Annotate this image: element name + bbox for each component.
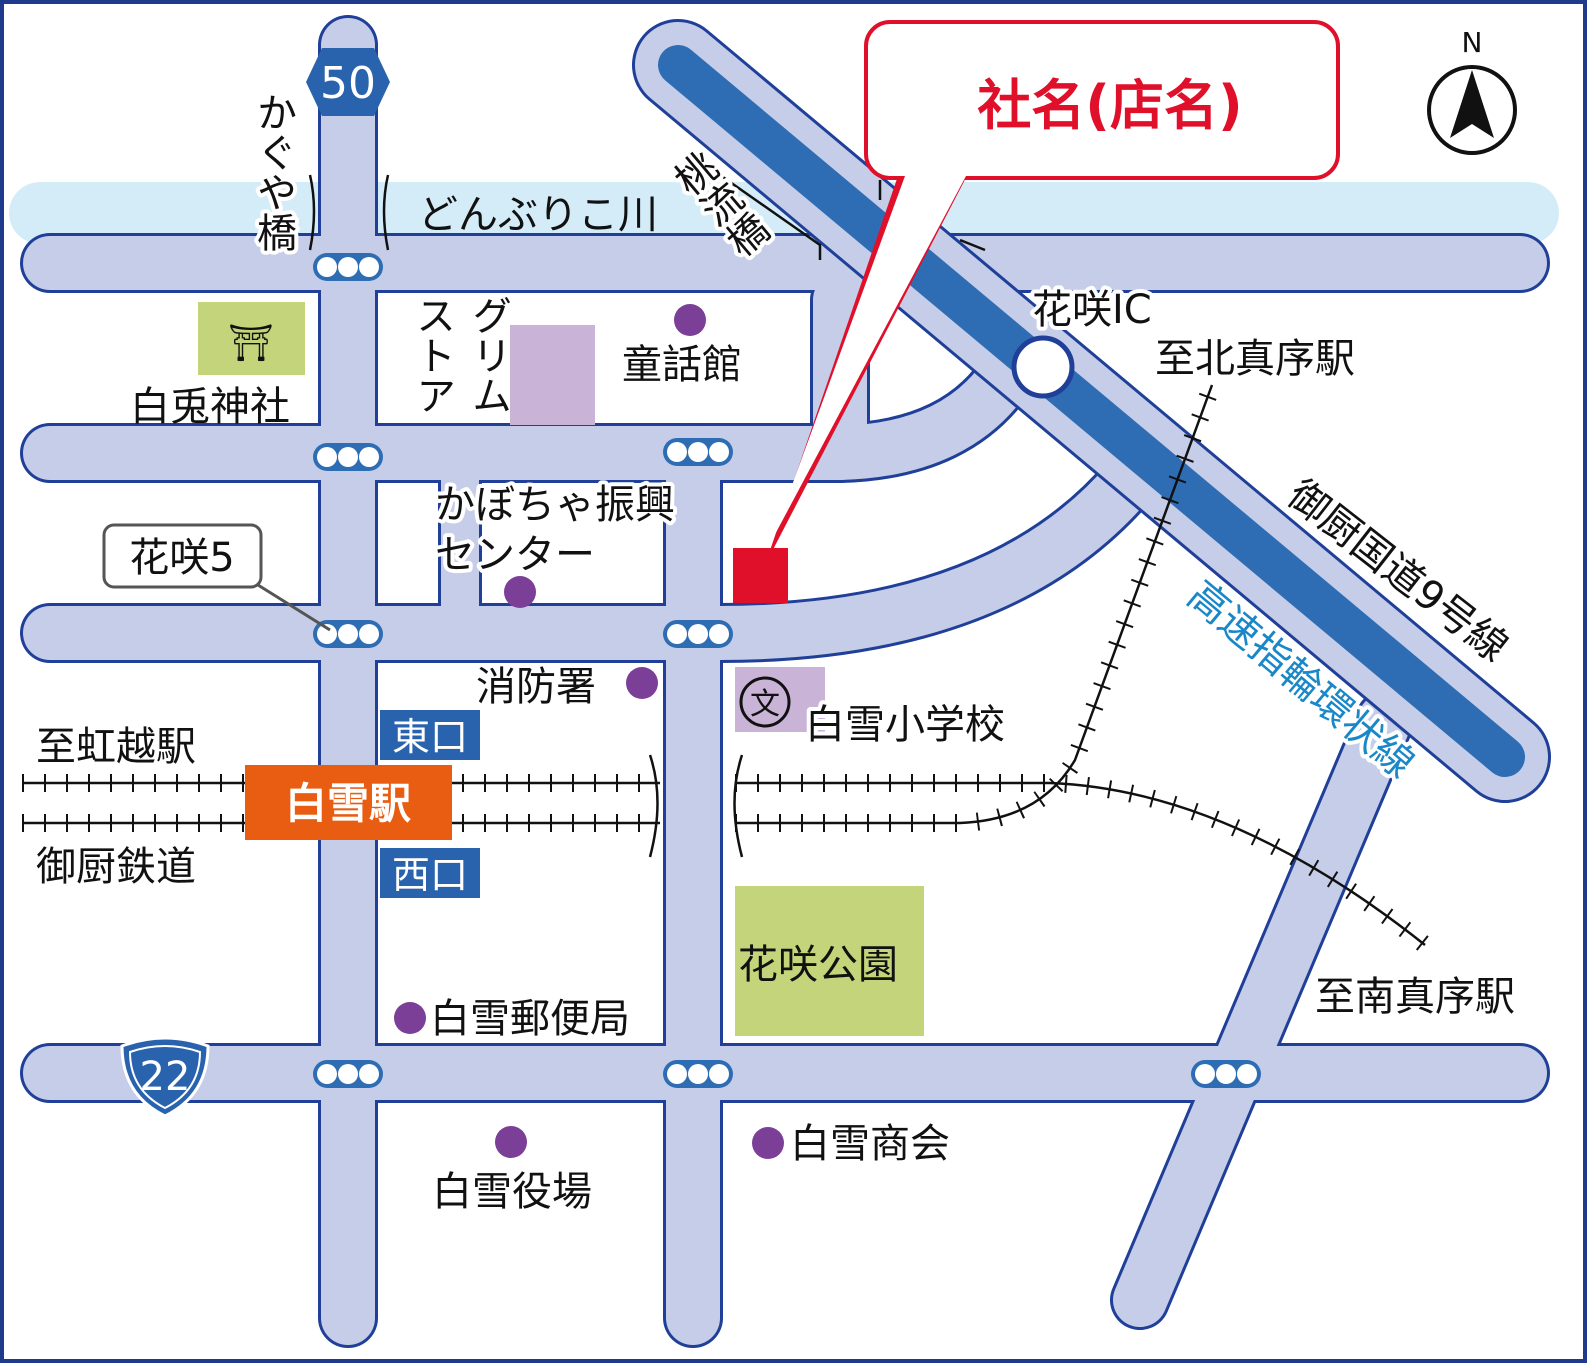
town-hall-label: 白雪役場 xyxy=(432,1169,592,1215)
direction-south: 至南真序駅 xyxy=(1315,974,1515,1020)
west-exit-box xyxy=(380,848,480,898)
west-exit-label: 西口 xyxy=(392,853,468,897)
park-area xyxy=(735,886,924,1036)
school-icon xyxy=(739,676,791,728)
river-label: どんぶりこ川 xyxy=(418,192,658,238)
direction-north: 至北真序駅 xyxy=(1155,336,1355,382)
traffic-signals xyxy=(313,253,1261,1088)
museum-dot xyxy=(674,304,706,336)
fire-label: 消防署 xyxy=(476,664,596,710)
interchange-label: 花咲IC xyxy=(1032,287,1152,333)
east-exit-box xyxy=(380,710,480,760)
north-arrow-icon: N xyxy=(1427,26,1517,155)
shrine-icon: ⛩ xyxy=(228,323,274,364)
traffic-signal-icon xyxy=(313,620,383,648)
shop-assoc-dot xyxy=(752,1127,784,1159)
svg-text:50: 50 xyxy=(320,58,376,109)
company-name: 社名(店名) xyxy=(977,74,1242,137)
svg-text:22: 22 xyxy=(140,1054,191,1100)
traffic-signal-icon xyxy=(313,253,383,281)
traffic-signal-icon xyxy=(1191,1060,1261,1088)
intersection-box xyxy=(102,523,263,589)
traffic-signal-icon xyxy=(663,620,733,648)
roads xyxy=(20,15,1551,1348)
route-22-marker: 22 xyxy=(120,1036,210,1118)
traffic-signal-icon xyxy=(313,1060,383,1088)
shrine-area xyxy=(198,302,305,375)
traffic-signal-icon xyxy=(313,443,383,471)
traffic-signal-icon xyxy=(663,1060,733,1088)
bridge-kaguya-label: かぐや橋 xyxy=(250,92,296,252)
railway-name: 御厨鉄道 xyxy=(36,844,196,890)
school-symbol: 文 xyxy=(750,687,780,722)
bridge-marks xyxy=(308,173,986,260)
company-marker xyxy=(733,548,788,603)
school-label: 白雪小学校 xyxy=(805,702,1005,748)
route-50-marker: 50 xyxy=(306,48,390,116)
post-label: 白雪郵便局 xyxy=(430,996,630,1042)
traffic-signal-icon xyxy=(663,438,733,466)
center-label-1: かぼちゃ振興 xyxy=(435,482,675,528)
interchange-marker xyxy=(1011,335,1075,399)
store-label-1: グリム xyxy=(465,295,511,415)
park-label: 花咲公園 xyxy=(738,942,898,988)
company-callout: 社名(店名) xyxy=(765,20,1340,565)
center-label-2: センター xyxy=(435,532,595,578)
intersection-leader xyxy=(257,583,331,632)
station-label: 白雪駅 xyxy=(285,779,411,828)
fire-dot xyxy=(626,667,658,699)
shrine-label: 白兎神社 xyxy=(130,384,290,430)
intersection-label: 花咲5 xyxy=(129,535,234,581)
center-dot xyxy=(504,576,536,608)
station-box xyxy=(245,765,452,840)
town-hall-dot xyxy=(495,1126,527,1158)
post-dot xyxy=(394,1002,426,1034)
store-label-2: ストア xyxy=(409,295,455,415)
east-exit-label: 東口 xyxy=(392,715,468,759)
direction-west: 至虹越駅 xyxy=(36,724,196,770)
store-area xyxy=(510,325,595,425)
svg-text:N: N xyxy=(1462,26,1483,59)
shop-assoc-label: 白雪商会 xyxy=(790,1121,950,1167)
museum-label: 童話館 xyxy=(622,342,742,388)
